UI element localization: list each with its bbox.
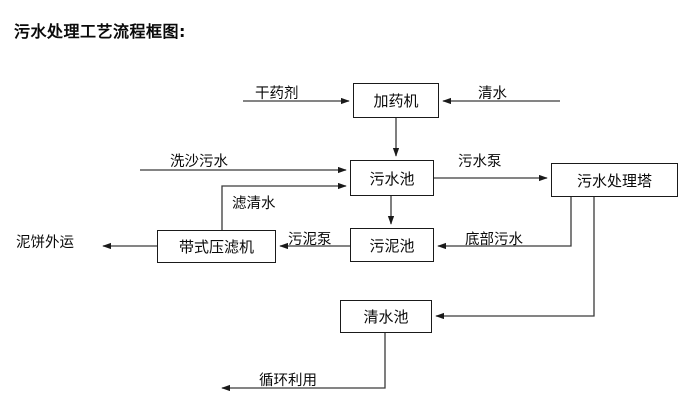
label-clean-water-inlet: 清水 (478, 86, 507, 102)
label-bottom-sewage: 底部污水 (465, 232, 523, 248)
node-treatment-tower[interactable]: 污水处理塔 (551, 163, 678, 197)
label-sand-washing-sewage: 洗沙污水 (170, 154, 228, 170)
node-belt-filter-press-label: 带式压滤机 (178, 238, 254, 256)
page-title: 污水处理工艺流程框图: (14, 22, 186, 41)
edge-clearwater-to-recycle (221, 333, 386, 392)
label-filtered-clear-water: 滤清水 (232, 196, 276, 212)
label-recycling-reuse: 循环利用 (259, 373, 317, 389)
node-treatment-tower-label: 污水处理塔 (576, 171, 652, 190)
label-mud-cake-transport-out: 泥饼外运 (16, 235, 74, 251)
node-sludge-pool-label: 污泥池 (369, 236, 415, 255)
node-clearwater-pool-label: 清水池 (363, 308, 409, 326)
label-sludge-pump: 污泥泵 (288, 232, 332, 248)
node-clearwater-pool[interactable]: 清水池 (340, 300, 432, 333)
label-sewage-pump: 污水泵 (458, 154, 502, 170)
node-dosing-machine-label: 加药机 (373, 92, 419, 110)
label-dry-chemical: 干药剂 (255, 86, 299, 102)
node-sewage-pool-label: 污水池 (369, 169, 415, 188)
edge-tower-to-clearwater-pool (435, 197, 595, 320)
node-belt-filter-press[interactable]: 带式压滤机 (157, 230, 276, 263)
node-dosing-machine[interactable]: 加药机 (353, 83, 439, 118)
node-sludge-pool[interactable]: 污泥池 (350, 228, 434, 262)
edge-tower-to-sludge-pool (437, 197, 572, 250)
node-sewage-pool[interactable]: 污水池 (350, 160, 434, 196)
edge-filtrate-to-sewage-pool (221, 182, 347, 230)
